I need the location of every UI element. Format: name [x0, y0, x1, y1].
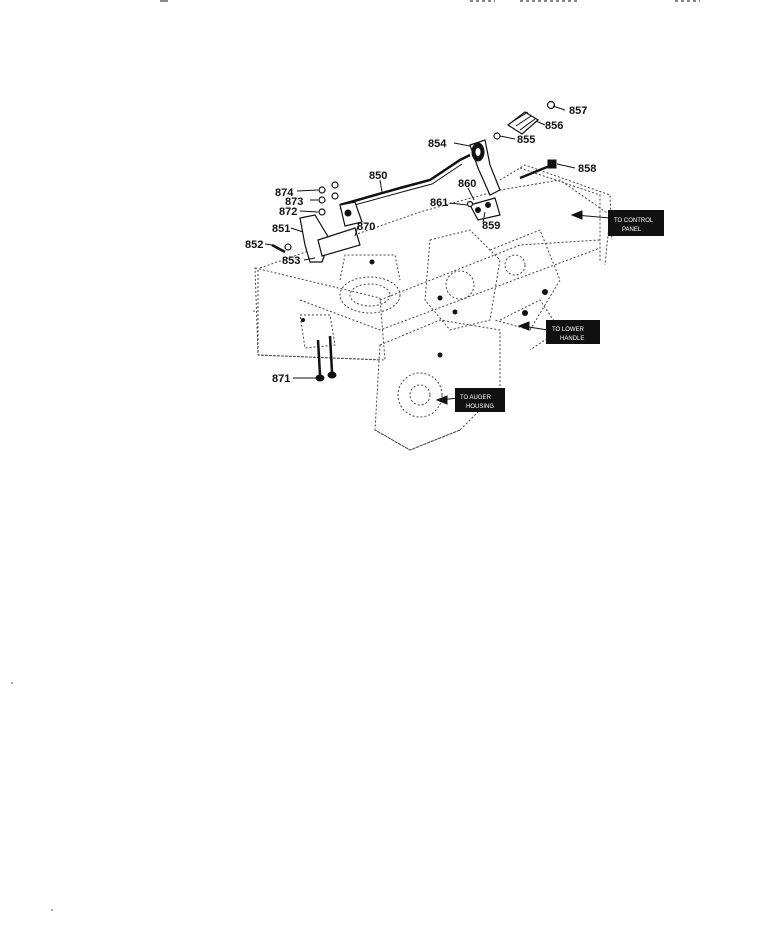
part-label-852: 852 [245, 239, 263, 251]
part-label-858: 858 [578, 163, 596, 175]
shift-knob [506, 111, 540, 135]
part-label-856: 856 [545, 120, 563, 132]
callout-to-control-panel: TO CONTROL PANEL [570, 210, 664, 236]
part-label-874: 874 [275, 187, 294, 199]
callout-2-line1: TO LOWER [552, 327, 585, 333]
callout-to-auger-housing: TO AUGER HOUSING [435, 388, 505, 412]
part-label-870: 870 [357, 221, 375, 233]
part-label-871: 871 [272, 373, 290, 385]
part-label-860: 860 [458, 178, 476, 190]
scan-specks [11, 310, 255, 911]
callout-2-line2: HANDLE [560, 336, 584, 342]
callout-3-line1: TO AUGER [460, 395, 492, 401]
callout-3-line2: HOUSING [466, 404, 494, 410]
callout-1-line2: PANEL [622, 227, 642, 233]
part-labels: 857 856 855 854 858 850 860 874 873 861 … [245, 105, 596, 385]
part-label-854: 854 [428, 138, 447, 150]
part-label-850: 850 [369, 170, 387, 182]
part-label-855: 855 [517, 134, 535, 146]
part-label-851: 851 [272, 223, 290, 235]
part-label-873: 873 [285, 196, 303, 208]
part-label-861: 861 [430, 197, 448, 209]
callout-1-line1: TO CONTROL [614, 218, 654, 224]
callout-to-lower-handle: TO LOWER HANDLE [517, 320, 600, 344]
part-label-857: 857 [569, 105, 587, 117]
part-label-853: 853 [282, 255, 300, 267]
leader-lines [264, 105, 576, 379]
part-label-872: 872 [279, 206, 297, 218]
shift-rod-assembly [271, 100, 557, 382]
part-label-859: 859 [482, 220, 500, 232]
